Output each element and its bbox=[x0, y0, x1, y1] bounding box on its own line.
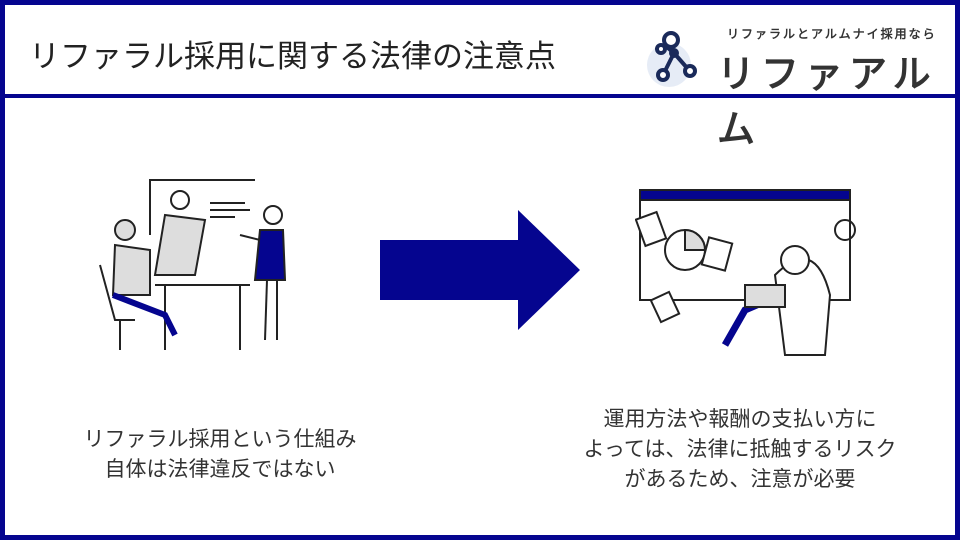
stressed-person-illustration bbox=[635, 189, 856, 356]
logo: リファラルとアルムナイ採用なら リファアルム bbox=[641, 19, 941, 151]
caption-line: よっては、法律に抵触するリスク bbox=[583, 437, 897, 461]
meeting-illustration bbox=[99, 179, 255, 350]
left-caption: リファラル採用という仕組み 自体は法律違反ではない bbox=[40, 424, 400, 484]
caption-line: リファラル採用という仕組み bbox=[83, 427, 357, 451]
logo-tagline: リファラルとアルムナイ採用なら bbox=[727, 27, 937, 41]
logo-icon bbox=[647, 31, 697, 87]
page-title: リファラル採用に関する法律の注意点 bbox=[29, 39, 556, 75]
caption-line: があるため、注意が必要 bbox=[624, 467, 856, 491]
logo-name: リファアルム bbox=[717, 52, 937, 151]
caption-line: 自体は法律違反ではない bbox=[104, 457, 336, 481]
header: リファラル採用に関する法律の注意点 リファラルとアルムナイ採用なら リファアルム bbox=[5, 5, 955, 151]
caption-line: 運用方法や報酬の支払い方に bbox=[603, 407, 877, 431]
arrow-icon bbox=[380, 210, 580, 330]
right-caption: 運用方法や報酬の支払い方に よっては、法律に抵触するリスク があるため、注意が必… bbox=[540, 404, 940, 494]
person-illustration bbox=[239, 205, 287, 341]
